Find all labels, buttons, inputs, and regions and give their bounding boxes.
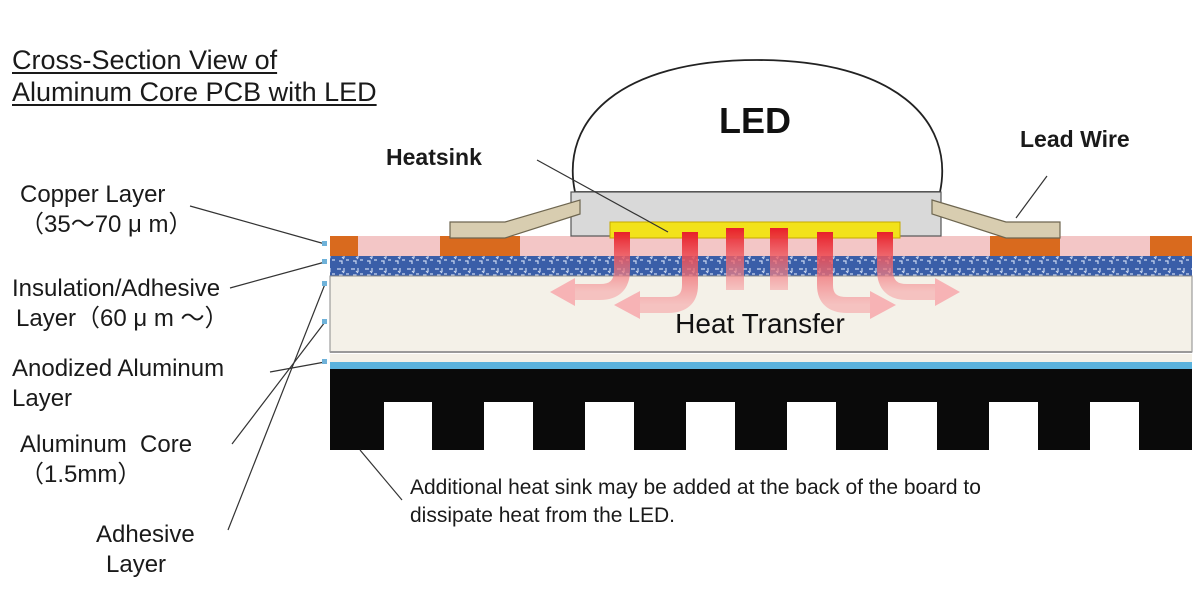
adhesive-layer-label-line1: Adhesive	[96, 521, 195, 548]
back-heatsink	[330, 369, 1192, 450]
additional-heatsink-note: Additional heat sink may be added at the…	[410, 474, 981, 530]
led-label: LED	[719, 100, 791, 141]
note-line-2: dissipate heat from the LED.	[410, 504, 675, 527]
copper-layer-label: Copper Layer （35～70 μ m）	[20, 180, 193, 240]
insulation-layer-label-line2: Layer（60 μ m ～）	[16, 305, 229, 332]
aluminum-core-label: Aluminum Core （1.5mm）	[20, 430, 192, 490]
aluminum-core-label-line1: Aluminum Core	[20, 431, 193, 458]
led-dome	[571, 59, 944, 193]
copper-layer-label-line2: （35～70 μ m）	[20, 211, 193, 238]
adhesive-layer-label-line2: Layer	[106, 551, 167, 578]
copper-layer	[330, 236, 1192, 256]
diagram-title: Cross-Section View of Aluminum Core PCB …	[12, 44, 377, 108]
aluminum-core	[329, 275, 1193, 353]
lead-wires	[449, 199, 1061, 239]
leader-lines	[189, 159, 1048, 531]
blue-stripe	[330, 362, 1192, 369]
leader-markers	[322, 241, 327, 364]
anodized-layer-label-line1: Anodized Aluminum	[12, 355, 225, 382]
insulation-layer-label-line1: Insulation/Adhesive	[12, 275, 221, 302]
note-line-1: Additional heat sink may be added at the…	[410, 476, 981, 499]
insulation-layer-label: Insulation/Adhesive Layer（60 μ m ～）	[12, 274, 229, 334]
anodized-layer-label: Anodized Aluminum Layer	[12, 354, 224, 414]
heat-transfer-label: Heat Transfer	[675, 308, 845, 339]
heat-transfer-arrows	[550, 228, 960, 319]
title-line-2: Aluminum Core PCB with LED	[12, 77, 377, 107]
adhesive-layer-label: Adhesive Layer	[96, 520, 195, 580]
insulation-layer	[330, 256, 1192, 276]
anodized-layer-label-line2: Layer	[12, 385, 73, 412]
aluminum-core-label-line2: （1.5mm）	[20, 461, 142, 488]
copper-layer-label-line1: Copper Layer	[20, 181, 166, 208]
adhesive-layer	[330, 354, 1192, 362]
title-line-1: Cross-Section View of	[12, 45, 278, 75]
lead-wire-label: Lead Wire	[1020, 126, 1130, 152]
heatsink-label: Heatsink	[386, 144, 482, 170]
